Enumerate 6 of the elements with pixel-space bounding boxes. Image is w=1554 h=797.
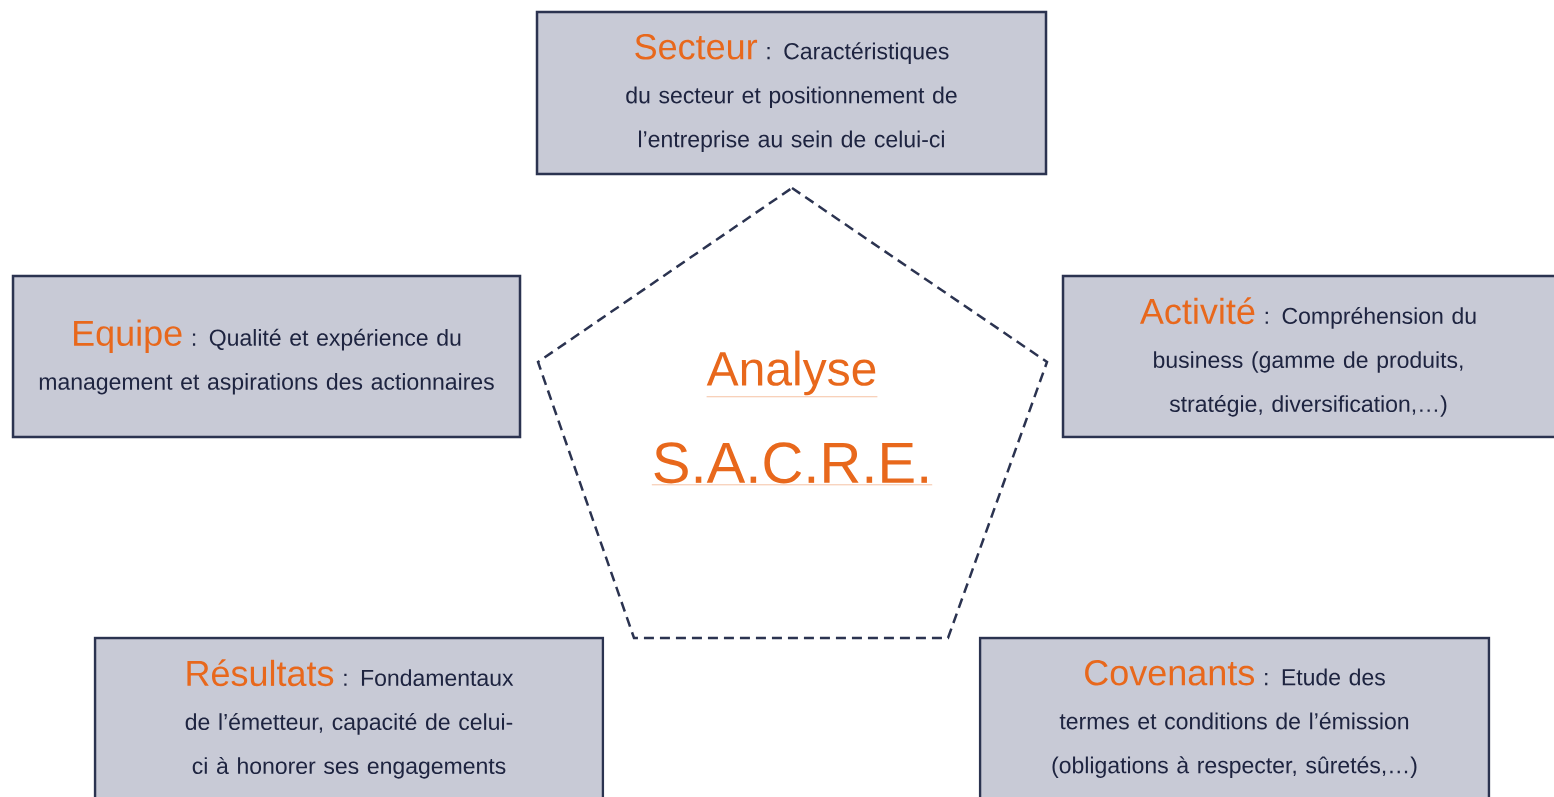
text-box: Equipe : Qualité et expérience du management et aspirations des actionnaires xyxy=(11,274,522,439)
text-box: Covenants : Etude des termes et conditions de l’émission (obligations à respecter, sûretés,…) xyxy=(978,636,1491,797)
text-box: Activité : Compréhension du business (gamme de produits, stratégie, diversification,…) xyxy=(1061,274,1554,439)
text-box: Secteur : Caractéristiques du secteur et positionnement de l’entreprise au sein de celui-ci xyxy=(535,10,1048,176)
pentagon: Analyse S.A.C.R.E. xyxy=(536,186,1049,640)
text-box: Résultats : Fondamentaux de l’émetteur, capacité de celui-ci à honorer ses engagements xyxy=(93,636,605,797)
